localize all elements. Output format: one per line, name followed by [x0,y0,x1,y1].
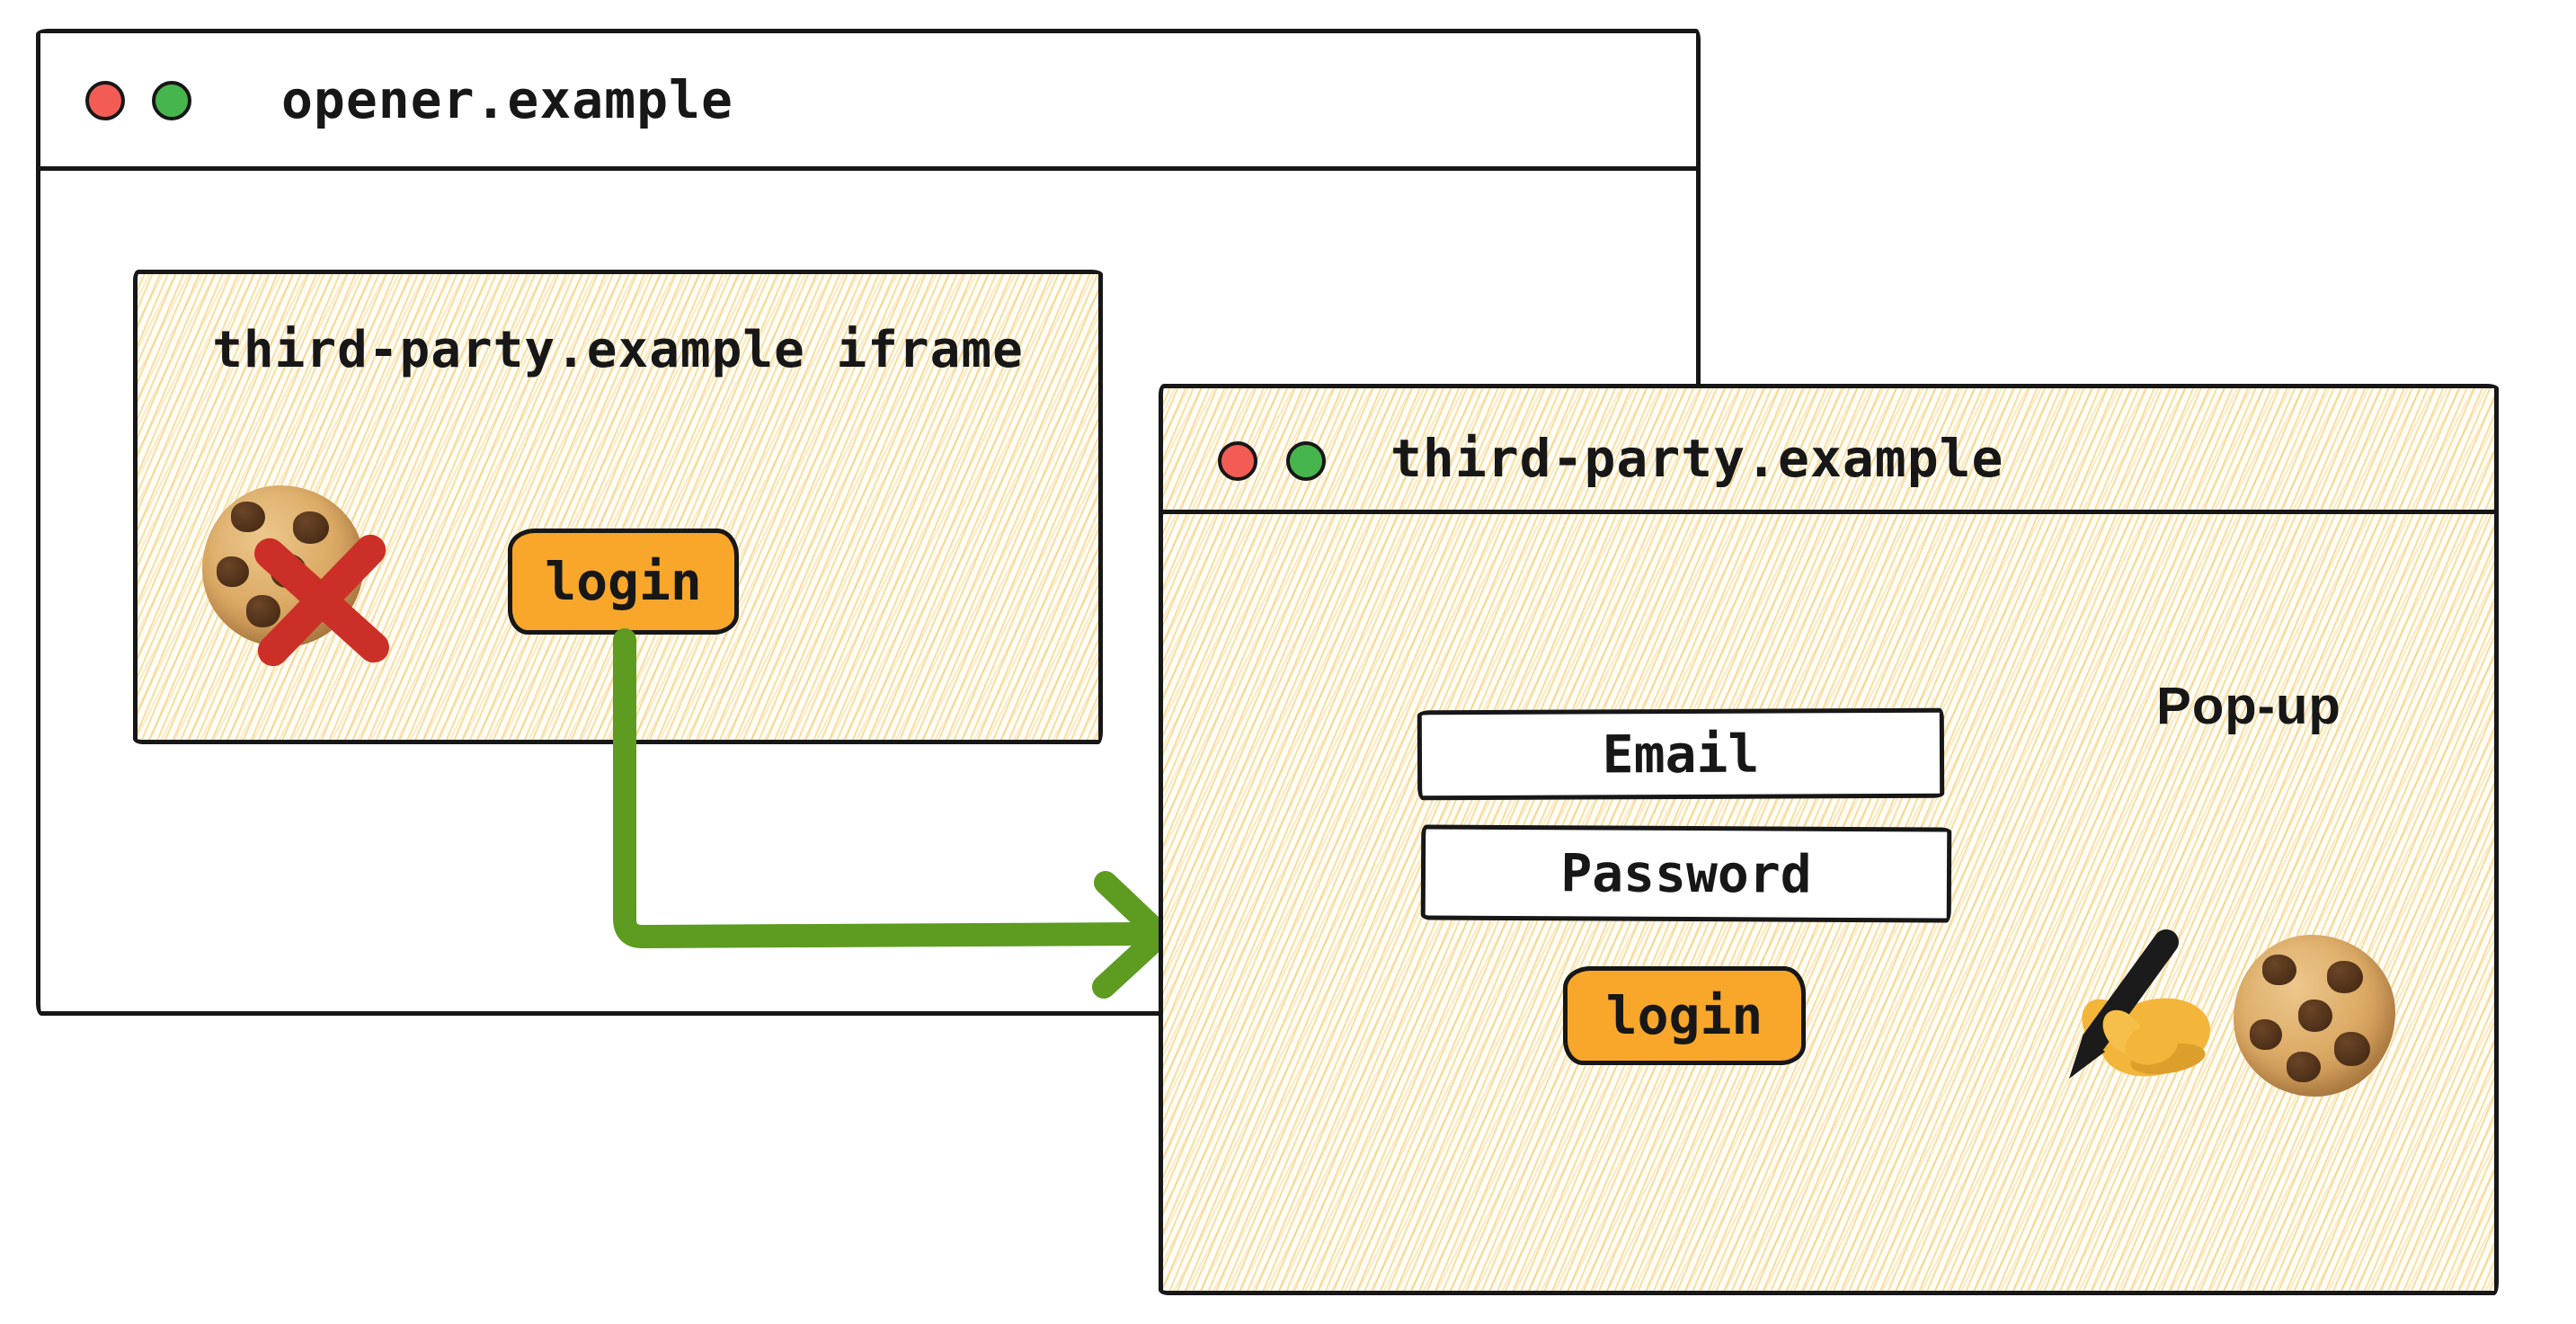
opener-titlebar: opener.example [40,33,1696,171]
iframe-login-button[interactable]: login [508,529,739,635]
close-button-icon[interactable] [1218,441,1257,481]
close-button-icon[interactable] [85,81,125,120]
writing-hand-icon [2069,929,2211,1079]
popup-window: third-party.example Pop-up Email Passwor… [1159,384,2499,1295]
opener-window-title: opener.example [281,69,733,130]
email-field[interactable]: Email [1417,707,1945,801]
popup-window-title: third-party.example [1390,427,2004,489]
minimize-button-icon[interactable] [152,81,191,120]
popup-titlebar: third-party.example [1163,388,2494,514]
minimize-button-icon[interactable] [1286,441,1326,481]
third-party-iframe: third-party.example iframe login [133,270,1103,744]
popup-login-button[interactable]: login [1563,966,1806,1065]
cookie-icon [2234,935,2395,1097]
blocked-cross-icon [241,520,403,681]
popup-content: Pop-up Email Password login [1163,514,2494,1291]
popup-annotation: Pop-up [2156,677,2341,735]
password-field[interactable]: Password [1420,824,1952,923]
iframe-label: third-party.example iframe [212,321,1024,379]
